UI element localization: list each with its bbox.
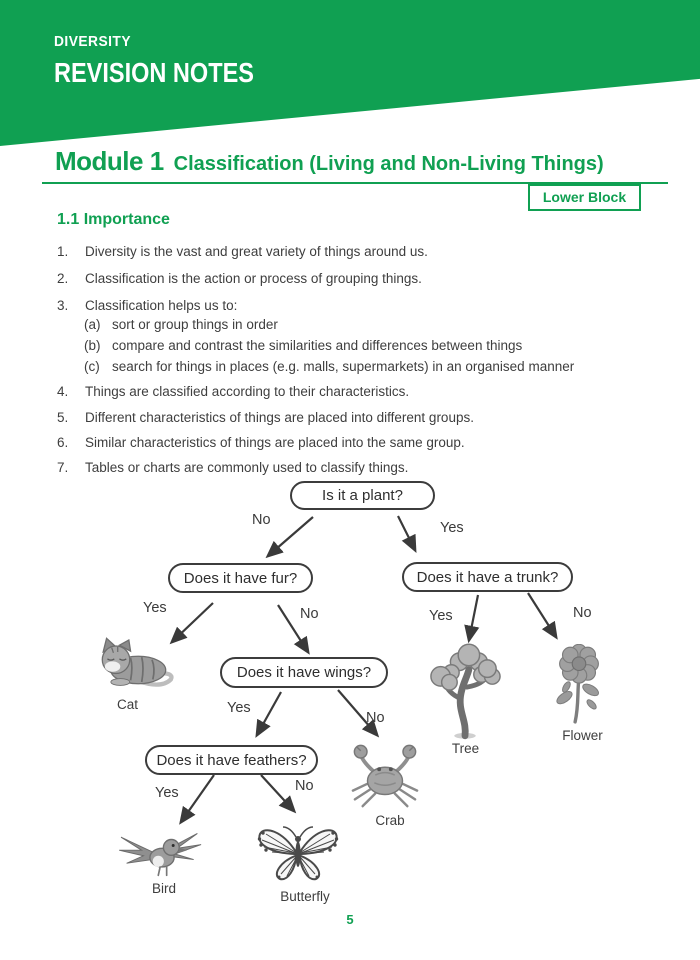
list-item-6: 6. Similar characteristics of things are … [57,434,465,451]
answer-label-yes-wings: Yes [227,700,251,716]
answer-label-no-trunk: No [573,605,592,621]
list-item-text: Things are classified according to their… [85,384,410,399]
list-item-3c: (c) search for things in places (e.g. mal… [84,358,574,375]
question-node-wings: Does it have wings? [220,657,388,688]
list-item-number: 3. [57,298,69,313]
leaf-label-butterfly: Butterfly [280,889,330,904]
tree-illustration [430,643,501,740]
answer-label-yes-fur: Yes [143,600,167,616]
list-item-number: 6. [57,435,69,450]
answer-label-yes-trunk: Yes [429,608,453,624]
list-item-text: Diversity is the vast and great variety … [85,244,428,259]
list-item-number: 5. [57,410,69,425]
list-item-3: 3. Classification helps us to: [57,297,237,314]
lower-block-badge: Lower Block [528,184,641,211]
leaf-label-bird: Bird [151,881,176,896]
list-item-number: 1. [57,244,69,259]
list-item-number: (c) [84,359,100,374]
leaf-label-crab: Crab [375,813,405,828]
list-item-text: Classification helps us to: [85,298,238,313]
list-item-3a: (a) sort or group things in order [84,316,278,333]
list-item-text: Tables or charts are commonly used to cl… [85,460,409,475]
list-item-text: Classification is the action or process … [85,271,422,286]
cat-illustration [101,637,174,687]
list-item-text: Different characteristics of things are … [85,410,474,425]
list-item-number: 4. [57,384,69,399]
question-node-feathers: Does it have feathers? [145,745,318,775]
answer-label-yes-plant: Yes [440,520,464,536]
list-item-number: 2. [57,271,69,286]
question-node-plant: Is it a plant? [290,481,435,510]
module-heading: Module 1 Classification (Living and Non-L… [42,146,668,184]
flowchart-arrows-graphic [169,515,558,825]
header-title: REVISION NOTES [54,57,254,88]
module-label: Module 1 [55,146,164,176]
list-item-text: sort or group things in order [112,317,278,332]
butterfly-illustration [257,826,339,881]
list-item-2: 2. Classification is the action or proces… [57,270,422,287]
leaf-label-cat: Cat [116,697,138,712]
section-heading: 1.1 Importance [57,211,170,228]
answer-label-no-wings: No [366,710,385,726]
leaf-label-tree: Tree [451,741,480,756]
list-item-3b: (b) compare and contrast the similarities… [84,337,522,354]
answer-label-no-fur: No [300,606,319,622]
question-node-fur: Does it have fur? [168,563,313,593]
bird-illustration [119,833,202,877]
list-item-4: 4. Things are classified according to the… [57,383,409,400]
header-eyebrow: DIVERSITY [54,33,131,50]
module-title: Classification (Living and Non-Living Th… [173,153,604,175]
answer-label-no-plant: No [252,512,271,528]
page-number: 5 [346,912,354,927]
list-item-text: search for things in places (e.g. malls,… [112,359,575,374]
question-node-trunk: Does it have a trunk? [402,562,573,592]
list-item-text: Similar characteristics of things are pl… [85,435,465,450]
list-item-1: 1. Diversity is the vast and great variet… [57,243,428,260]
header-banner: DIVERSITY REVISION NOTES [0,0,700,146]
flower-illustration [556,644,599,724]
answer-label-yes-feathers: Yes [155,785,179,801]
list-item-number: (a) [84,317,101,332]
list-item-5: 5. Different characteristics of things ar… [57,409,474,426]
list-item-7: 7. Tables or charts are commonly used to … [57,459,408,476]
list-item-number: (b) [84,338,101,353]
crab-illustration [351,744,419,808]
leaf-label-flower: Flower [562,728,603,743]
list-item-number: 7. [57,460,69,475]
answer-label-no-feathers: No [295,778,314,794]
list-item-text: compare and contrast the similarities an… [112,338,523,353]
